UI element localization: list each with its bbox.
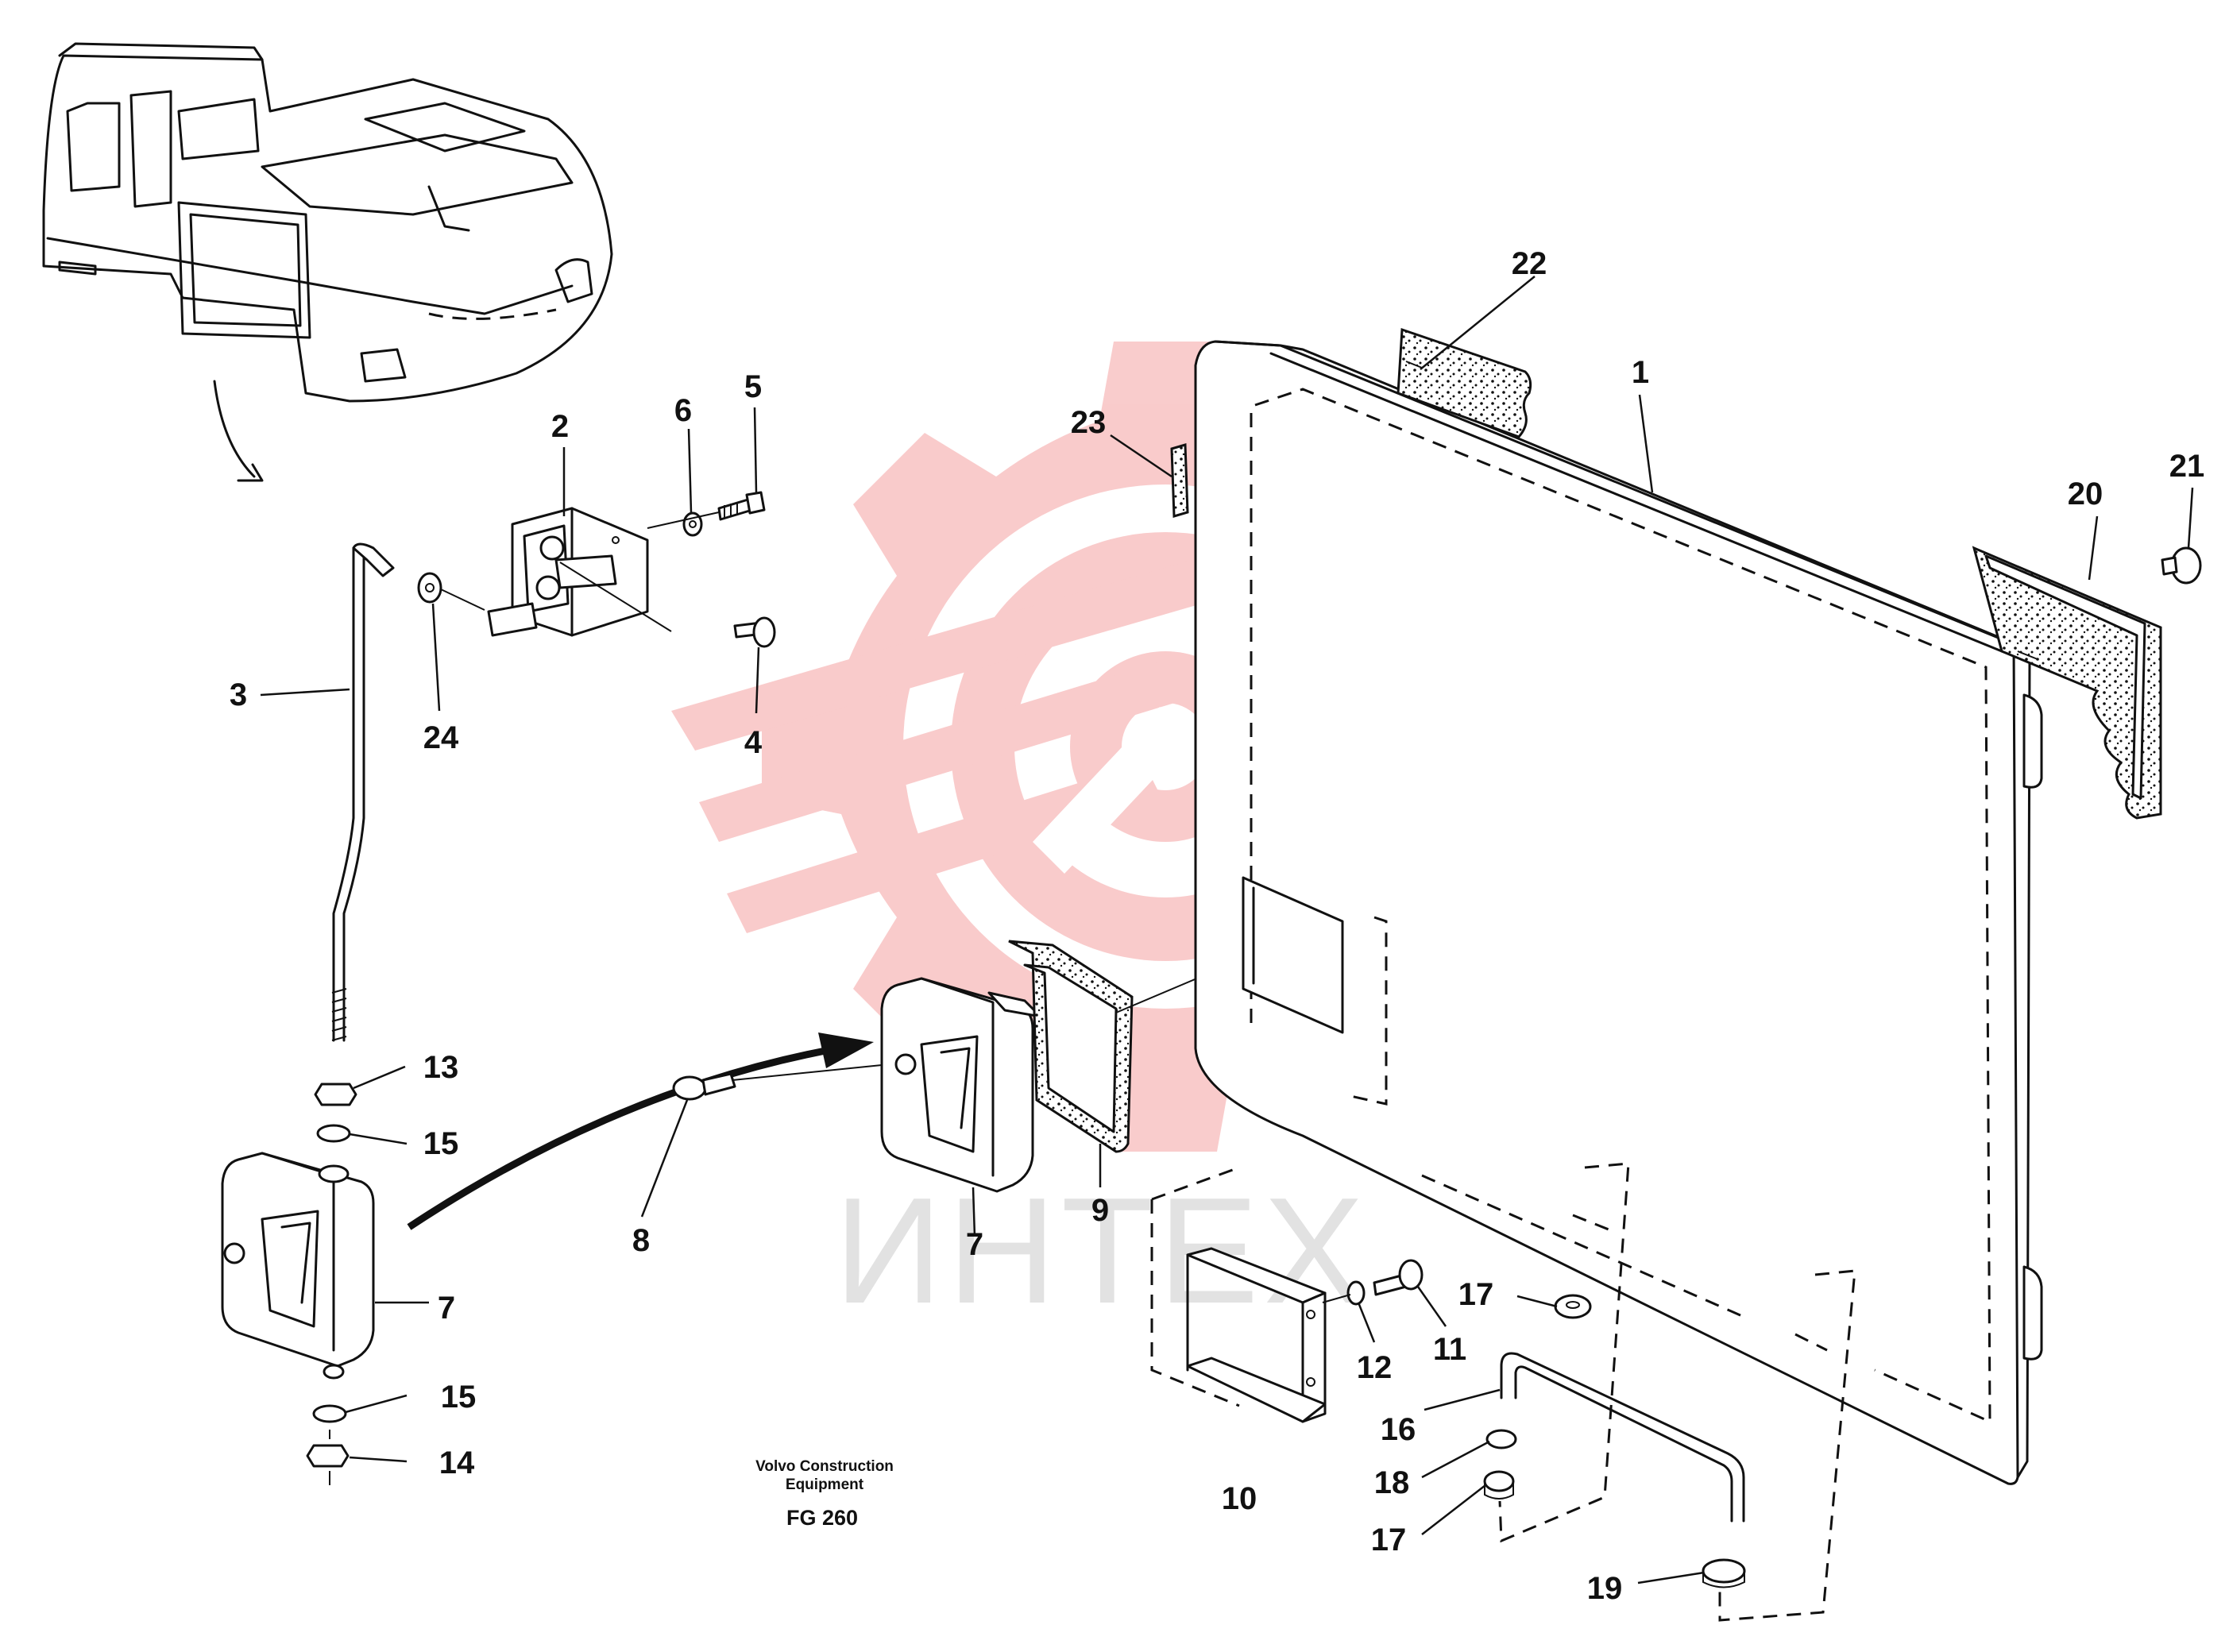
label-part-16: 16 <box>1381 1412 1416 1447</box>
latch-bracket-part-2 <box>487 507 672 637</box>
label-part-7-right: 7 <box>966 1227 983 1262</box>
bracket-part-10 <box>1150 1166 1327 1423</box>
nut-part-13 <box>314 1083 357 1106</box>
label-part-15-lower: 15 <box>441 1380 477 1415</box>
label-part-21: 21 <box>2169 449 2205 484</box>
washer-part-18 <box>1485 1429 1517 1449</box>
label-part-3: 3 <box>230 677 247 712</box>
label-part-23: 23 <box>1071 405 1107 440</box>
washer-part-17a <box>1554 1294 1592 1319</box>
washer-part-17b <box>1483 1470 1515 1500</box>
gasket-part-9 <box>1008 913 1351 1153</box>
bolt-part-11 <box>1322 1259 1424 1303</box>
seal-strip-part-22 <box>1397 327 1532 438</box>
grab-handle-part-16 <box>1500 1352 1745 1523</box>
label-part-9: 9 <box>1091 1193 1109 1228</box>
part-number-labels: 1 2 3 4 5 6 7 7 8 9 10 11 12 13 14 15 15… <box>230 246 2204 1606</box>
label-part-14: 14 <box>439 1446 475 1480</box>
seal-strip-part-20 <box>1972 546 2162 820</box>
label-part-4: 4 <box>744 725 763 760</box>
screw-part-5 <box>717 491 766 521</box>
assembly-arrow <box>407 1032 874 1230</box>
label-part-12: 12 <box>1357 1350 1393 1385</box>
figure-caption: Volvo Construction Equipment FG 260 <box>755 1458 894 1530</box>
nut-part-14 <box>306 1444 350 1468</box>
washer-part-15b <box>312 1404 347 1423</box>
handle-part-7-left <box>221 1152 375 1380</box>
label-part-1: 1 <box>1632 355 1649 390</box>
label-part-18: 18 <box>1374 1465 1410 1500</box>
excavator-overview-illustration <box>42 42 613 482</box>
label-part-5: 5 <box>744 369 762 404</box>
label-part-7-left: 7 <box>438 1291 455 1326</box>
label-part-22: 22 <box>1512 246 1547 281</box>
label-part-17-lower: 17 <box>1371 1523 1407 1557</box>
label-part-24: 24 <box>423 720 459 755</box>
label-part-8: 8 <box>632 1223 650 1258</box>
key-part-8 <box>672 1063 890 1101</box>
figure-number: FG 260 <box>786 1506 858 1530</box>
screw-part-4 <box>733 616 776 648</box>
washer-part-15a <box>316 1124 351 1143</box>
clip-part-24 <box>417 572 485 611</box>
leader-lines <box>260 276 2194 1584</box>
handle-part-7-right <box>880 977 1042 1193</box>
label-part-13: 13 <box>423 1050 459 1085</box>
caption-line-1: Volvo Construction <box>755 1458 894 1475</box>
label-part-6: 6 <box>674 393 692 428</box>
label-part-10: 10 <box>1222 1481 1257 1516</box>
latch-rod-part-3 <box>331 542 395 1042</box>
label-part-11: 11 <box>1433 1332 1466 1367</box>
label-part-20: 20 <box>2068 477 2103 511</box>
caption-line-2: Equipment <box>786 1476 864 1493</box>
bolt-part-21 <box>2161 546 2202 585</box>
plug-part-23 <box>1170 443 1189 518</box>
label-part-17-upper: 17 <box>1458 1277 1494 1312</box>
washer-part-19 <box>1702 1558 1746 1588</box>
washer-part-12 <box>1346 1280 1366 1306</box>
label-part-2: 2 <box>551 409 569 444</box>
watermark-text: ИНТЕХ <box>834 1167 1369 1335</box>
label-part-15-upper: 15 <box>423 1126 459 1161</box>
label-part-19: 19 <box>1587 1571 1623 1606</box>
